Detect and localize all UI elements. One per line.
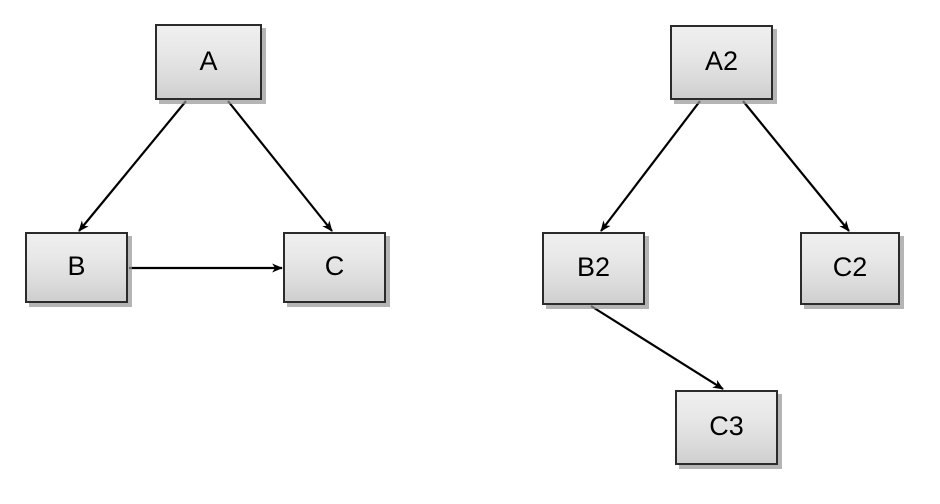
edge-b2-c3 [590, 305, 724, 390]
edge-a2-c2 [742, 100, 850, 232]
edge-a-c [227, 100, 333, 232]
node-label-a: A [199, 45, 218, 76]
node-label-a2: A2 [704, 46, 739, 76]
node-c[interactable]: C [283, 232, 386, 303]
node-label-c3: C3 [709, 411, 744, 441]
edge-a-b [78, 100, 187, 232]
node-b2[interactable]: B2 [542, 232, 645, 305]
edge-a2-b2 [600, 100, 701, 232]
node-label-b: B [67, 251, 86, 281]
node-c2[interactable]: C2 [800, 232, 900, 305]
node-label-c2: C2 [832, 252, 868, 282]
node-label-b2: B2 [576, 252, 611, 282]
node-c3[interactable]: C3 [675, 390, 778, 465]
edges-group [78, 100, 850, 390]
node-b[interactable]: B [25, 232, 128, 303]
node-a[interactable]: A [155, 24, 262, 100]
node-label-c: C [324, 251, 345, 281]
node-a2[interactable]: A2 [670, 25, 773, 100]
